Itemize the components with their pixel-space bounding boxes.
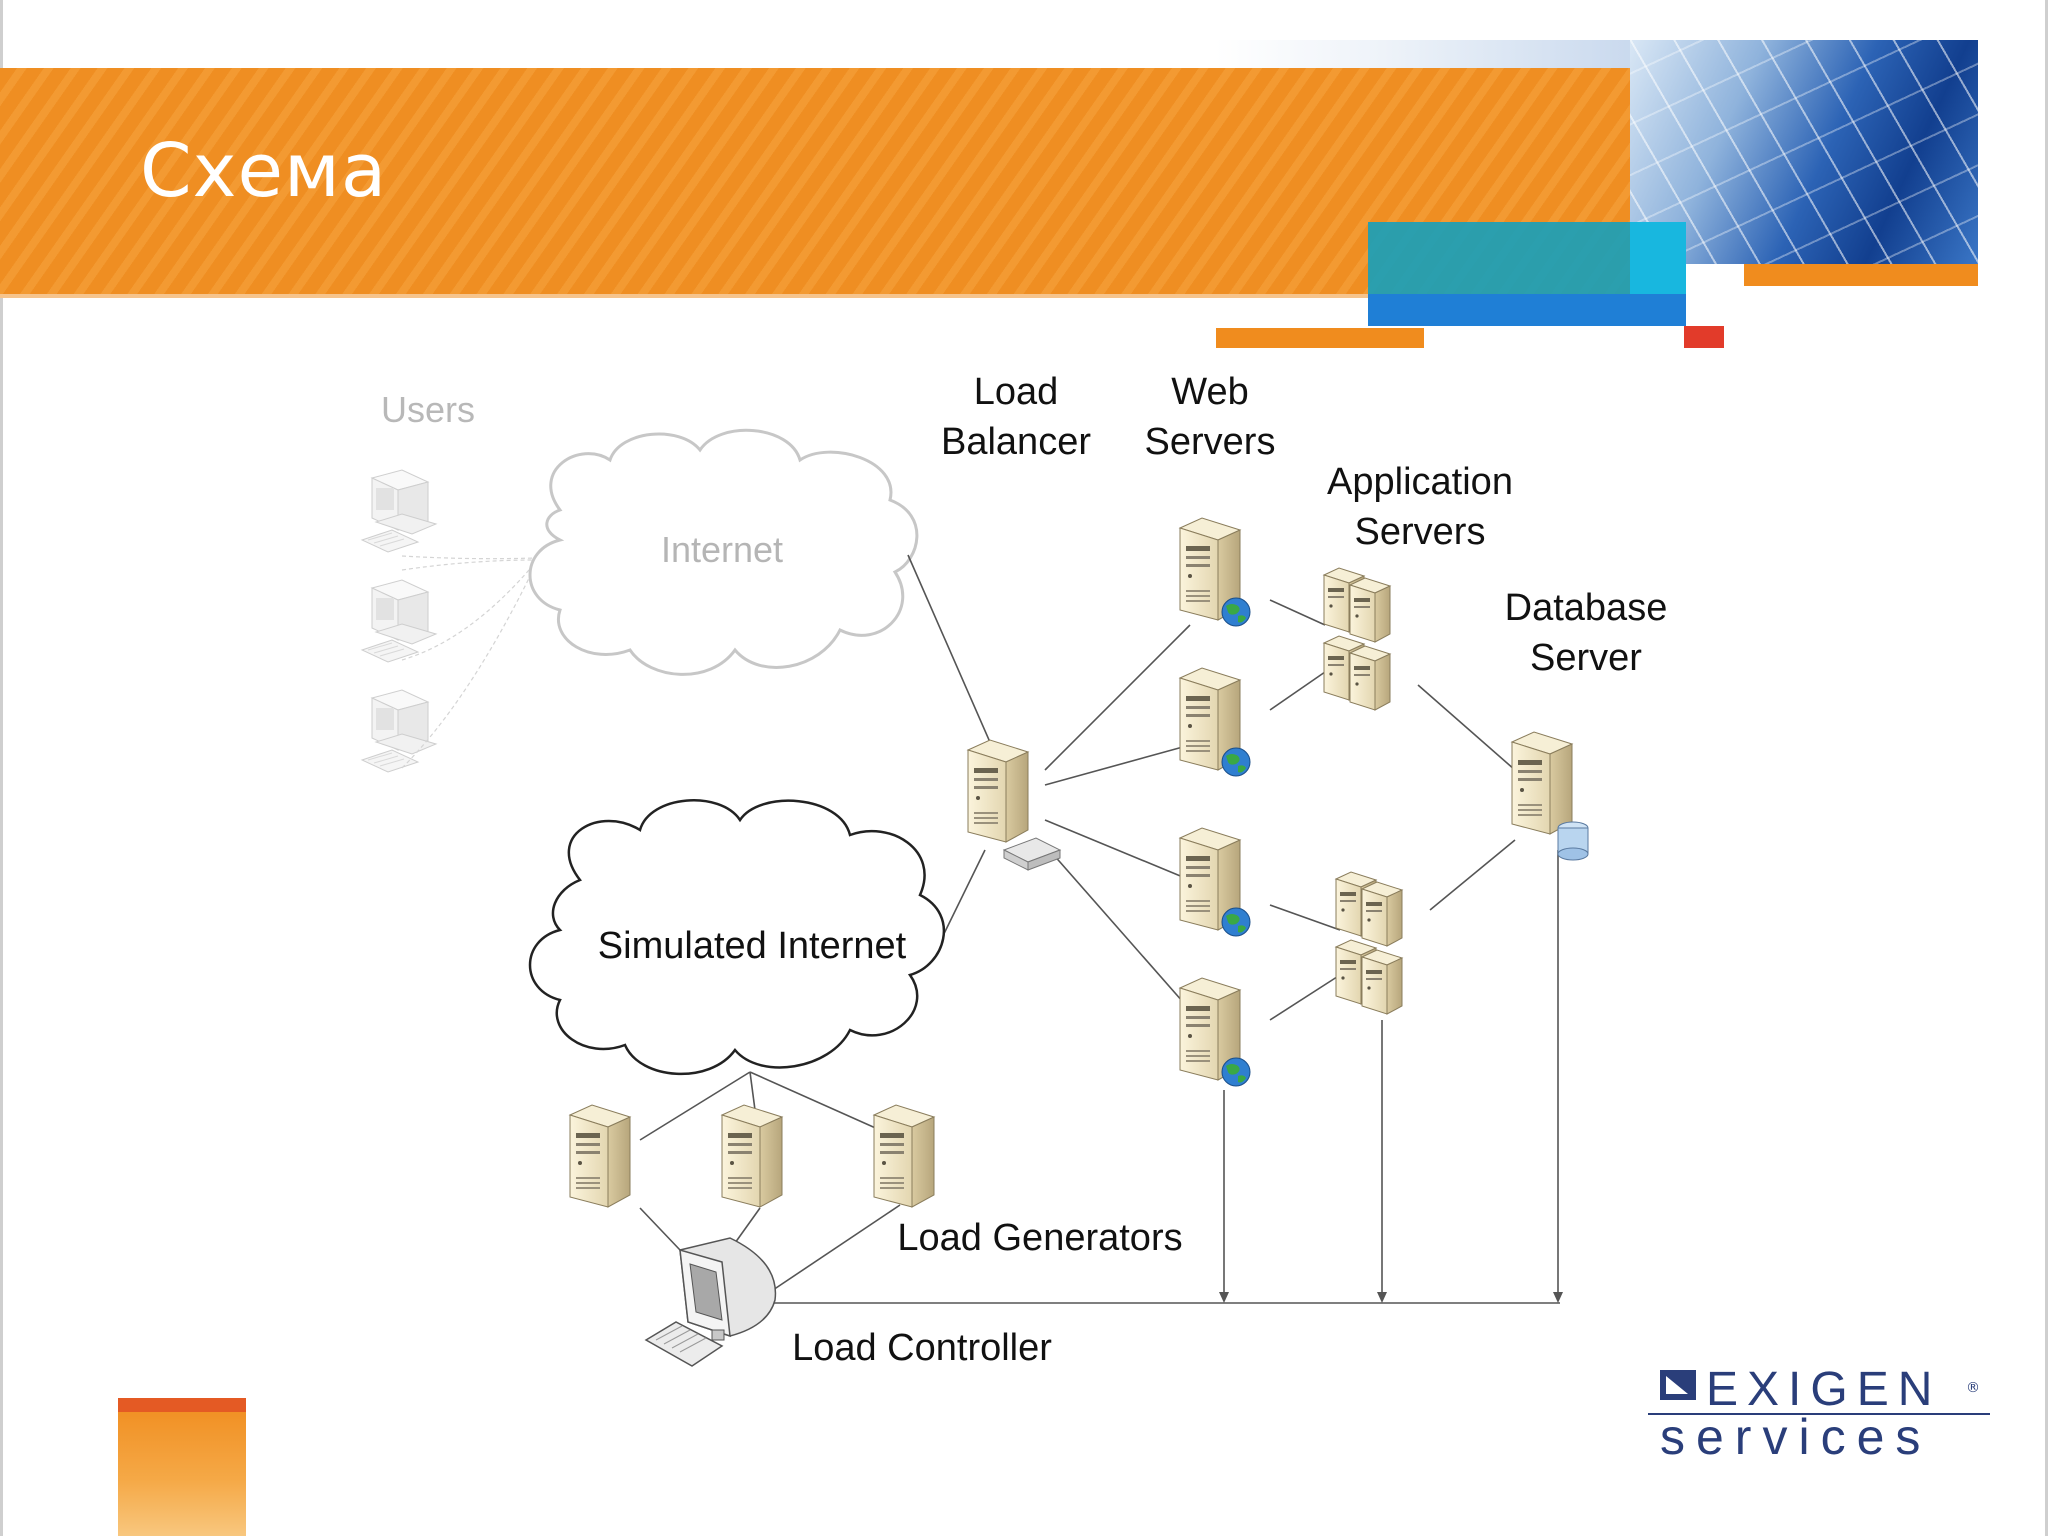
decor-teal-block [1368,222,1630,294]
users-label: Users [381,389,475,430]
database-server [1511,731,1589,861]
internet-cloud [528,428,919,676]
svg-text:Database: Database [1505,587,1668,629]
application-servers-label: Application Servers [1327,461,1513,553]
decor-red-square [1684,326,1724,348]
svg-text:Application: Application [1327,461,1513,503]
logo-text-top: EXIGEN [1706,1363,1942,1416]
web-servers-label: Web Servers [1145,371,1276,463]
corner-decor-orange [118,1398,246,1536]
slide-title: Схема [140,128,388,214]
logo-divider [1648,1413,1990,1415]
title-banner [0,68,1630,294]
line-internet-to-lb [907,554,1001,766]
load-controller-label: Load Controller [792,1327,1052,1369]
load-generator-3 [873,1104,935,1208]
svg-text:Load: Load [974,371,1059,413]
application-server-cluster-2 [1335,871,1403,1015]
svg-text:Servers: Servers [1145,421,1276,463]
database-server-label: Database Server [1505,587,1668,679]
web-server-4 [1179,977,1251,1087]
svg-text:Web: Web [1171,371,1248,413]
load-generator-2 [721,1104,783,1208]
load-generators-label: Load Generators [897,1217,1182,1259]
decor-orange-strip [1216,328,1424,348]
user-computer-2 [361,579,437,663]
corner-decor-red [118,1398,246,1412]
internet-label: Internet [661,529,783,570]
slide-right-border [2045,0,2048,1536]
arrowheads [1219,1292,1563,1303]
title-banner-shadow [0,294,1630,298]
load-controller-computer [644,1237,777,1367]
building-glass-image [1630,40,1978,264]
exigen-services-logo: EXIGEN ® services [1640,1360,2000,1465]
decor-cyan-block [1630,222,1686,294]
svg-text:Server: Server [1530,637,1642,679]
web-server-3 [1179,827,1251,937]
logo-text-bottom: services [1660,1409,1932,1465]
logo-mark-icon [1660,1370,1696,1400]
decor-orange-strip-right [1744,264,1978,286]
web-server-2 [1179,667,1251,777]
load-generator-1 [569,1104,631,1208]
svg-text:Balancer: Balancer [941,421,1091,463]
logo-registered-mark: ® [1966,1380,1980,1396]
user-computer-3 [361,689,437,773]
slide-left-border [0,0,3,1536]
connection-lines [639,554,1560,1304]
web-server-1 [1179,517,1251,627]
decor-blue-block [1368,294,1686,326]
application-server-cluster-1 [1323,567,1391,711]
simulated-internet-label: Simulated Internet [598,925,907,967]
user-computer-1 [361,469,437,553]
line-siminternet-to-lb [937,849,986,947]
load-balancer-label: Load Balancer [941,371,1091,463]
header-fade [1215,40,1635,68]
svg-text:Servers: Servers [1355,511,1486,553]
users-group [361,469,536,773]
simulated-internet-cloud [528,799,946,1076]
load-balancer-server [967,739,1062,871]
